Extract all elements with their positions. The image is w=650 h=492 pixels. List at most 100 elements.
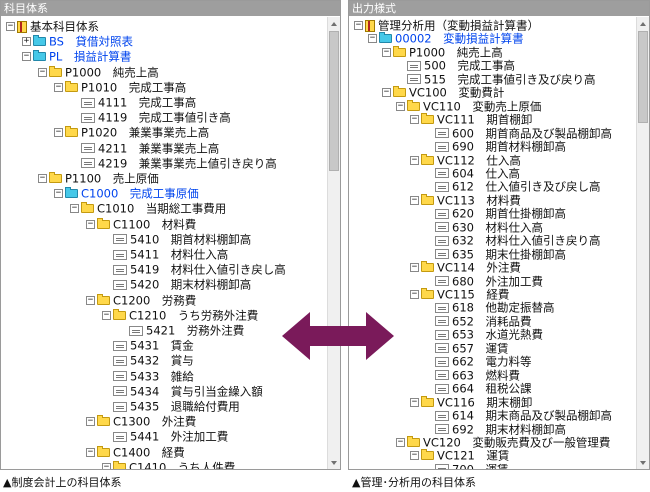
tree-node[interactable]: 664 租税公課	[424, 381, 531, 396]
tree-node[interactable]: −P1010 完成工事高	[54, 80, 186, 94]
tree-node[interactable]: −VC113 材料費	[410, 193, 521, 207]
collapse-toggle[interactable]: −	[38, 173, 47, 183]
tree-node[interactable]: −管理分析用（変動損益計算書）	[354, 18, 539, 33]
scroll-down-button[interactable]	[328, 456, 340, 469]
tree-node[interactable]: 5435 退職給付費用	[102, 399, 240, 414]
collapse-toggle[interactable]: −	[86, 446, 95, 457]
tree-node[interactable]: 604 仕入高	[424, 166, 520, 180]
tree-node[interactable]: 5410 期首材料棚卸高	[102, 232, 251, 246]
tree-node[interactable]: 515 完成工事値引き及び戻り高	[396, 72, 595, 86]
tree-node[interactable]: −VC114 外注費	[410, 260, 521, 275]
collapse-toggle[interactable]: −	[396, 436, 405, 447]
tree-node[interactable]: −VC112 仕入高	[410, 153, 521, 167]
vertical-scrollbar[interactable]	[636, 17, 649, 469]
collapse-toggle[interactable]: −	[54, 81, 63, 92]
tree-node[interactable]: −C1010 当期総工事費用	[70, 201, 226, 216]
tree-node[interactable]: −VC111 期首棚卸	[410, 112, 532, 127]
tree-node[interactable]: 620 期首仕掛棚卸高	[424, 206, 566, 221]
tree-node[interactable]: 600 期首商品及び製品棚卸高	[424, 126, 612, 140]
tree-node[interactable]: −VC121 運賃	[410, 448, 509, 463]
collapse-toggle[interactable]: −	[86, 218, 95, 229]
collapse-toggle[interactable]: −	[396, 100, 405, 111]
tree-node[interactable]: 5431 賃金	[102, 338, 194, 353]
collapse-toggle[interactable]: −	[54, 188, 63, 199]
vertical-scrollbar[interactable]	[327, 17, 340, 469]
collapse-toggle[interactable]: −	[6, 21, 15, 31]
collapse-toggle[interactable]: −	[102, 462, 111, 469]
tree-node[interactable]: 692 期末材料棚卸高	[424, 422, 566, 436]
tree-node[interactable]: −C1200 労務費	[86, 293, 196, 307]
tree-node[interactable]: 4211 兼業事業売上高	[70, 141, 219, 155]
expand-toggle[interactable]: +	[22, 36, 31, 47]
tree-node[interactable]: −P1000 純売上高	[38, 65, 159, 79]
collapse-toggle[interactable]: −	[410, 289, 419, 299]
account-tree[interactable]: −基本科目体系+BS 貸借対照表−PL 損益計算書−P1000 純売上高−P10…	[1, 17, 326, 469]
collapse-toggle[interactable]: −	[54, 127, 63, 138]
tree-node[interactable]: +BS 貸借対照表	[22, 34, 133, 49]
tree-node[interactable]: −C1000 完成工事原価	[54, 186, 199, 201]
collapse-toggle[interactable]: −	[382, 46, 391, 57]
tree-node[interactable]: 4119 完成工事値引き高	[70, 110, 231, 125]
tree-node[interactable]: 4111 完成工事高	[70, 95, 196, 110]
tree-node[interactable]: −基本科目体系	[6, 19, 99, 34]
tree-node[interactable]: 5411 材料仕入高	[102, 247, 228, 262]
collapse-toggle[interactable]: −	[410, 114, 419, 125]
scrollbar-thumb[interactable]	[638, 31, 648, 123]
tree-node[interactable]: −VC100 変動費計	[382, 85, 504, 100]
tree-node[interactable]: −C1210 うち労務外注費	[102, 308, 258, 322]
tree-node[interactable]: 5434 賞与引当金繰入額	[102, 384, 263, 398]
tree-node[interactable]: −P1020 兼業事業売上高	[54, 125, 209, 140]
tree-node[interactable]: 5433 雑給	[102, 369, 194, 383]
collapse-toggle[interactable]: −	[410, 396, 419, 407]
tree-node[interactable]: −PL 損益計算書	[22, 49, 131, 64]
tree-node[interactable]: 635 期末仕掛棚卸高	[424, 247, 566, 261]
scroll-down-button[interactable]	[637, 456, 649, 469]
tree-node[interactable]: 612 仕入値引き及び戻し高	[424, 179, 600, 194]
tree-node[interactable]: 657 運賃	[424, 341, 508, 355]
tree-node[interactable]: 5420 期末材料棚卸高	[102, 277, 251, 292]
collapse-toggle[interactable]: −	[368, 33, 377, 44]
collapse-toggle[interactable]: −	[22, 51, 31, 62]
tree-node[interactable]: −P1000 純売上高	[382, 45, 503, 59]
tree-node[interactable]: 5419 材料仕入値引き戻し高	[102, 262, 286, 277]
collapse-toggle[interactable]: −	[102, 309, 111, 320]
tree-node[interactable]: −C1400 経費	[86, 445, 185, 459]
tree-node[interactable]: −00002 変動損益計算書	[368, 31, 524, 46]
tree-node[interactable]: 618 他勘定振替高	[424, 300, 554, 315]
tree-node[interactable]: 680 外注加工費	[424, 274, 543, 288]
tree-node[interactable]: −VC120 変動販売費及び一般管理費	[396, 435, 610, 449]
tree-node[interactable]: 690 期首材料棚卸高	[424, 139, 566, 154]
tree-node[interactable]: −VC110 変動売上原価	[396, 99, 541, 113]
collapse-toggle[interactable]: −	[410, 262, 419, 273]
collapse-toggle[interactable]: −	[410, 154, 419, 165]
collapse-toggle[interactable]: −	[382, 87, 391, 98]
tree-node[interactable]: 4219 兼業事業売上値引き戻り高	[70, 156, 277, 170]
tree-node[interactable]: −C1100 材料費	[86, 217, 196, 231]
tree-node[interactable]: 5421 労務外注費	[118, 323, 244, 338]
collapse-toggle[interactable]: −	[70, 203, 79, 214]
tree-node[interactable]: 632 材料仕入値引き戻り高	[424, 233, 600, 248]
tree-node[interactable]: 663 燃料費	[424, 368, 520, 382]
tree-node[interactable]: −VC116 期末棚卸	[410, 395, 532, 409]
scroll-up-button[interactable]	[637, 17, 649, 30]
collapse-toggle[interactable]: −	[410, 194, 419, 205]
collapse-toggle[interactable]: −	[38, 66, 47, 77]
tree-node[interactable]: 653 水道光熱費	[424, 327, 543, 342]
tree-node[interactable]: −C1300 外注費	[86, 414, 196, 429]
output-tree[interactable]: −管理分析用（変動損益計算書）−00002 変動損益計算書−P1000 純売上高…	[349, 17, 635, 469]
tree-node[interactable]: −P1100 売上原価	[38, 171, 159, 186]
collapse-toggle[interactable]: −	[86, 294, 95, 305]
tree-node[interactable]: 5441 外注加工費	[102, 429, 228, 444]
tree-node[interactable]: −VC115 経費	[410, 287, 509, 302]
tree-node[interactable]: 630 材料仕入高	[424, 220, 543, 234]
tree-node[interactable]: −C1410 うち人件費	[102, 460, 235, 469]
collapse-toggle[interactable]: −	[86, 416, 95, 427]
tree-node[interactable]: 662 電力料等	[424, 354, 531, 369]
collapse-toggle[interactable]: −	[354, 20, 363, 30]
scrollbar-thumb[interactable]	[329, 31, 339, 171]
scroll-up-button[interactable]	[328, 17, 340, 30]
tree-node[interactable]: 700 運賃	[424, 462, 508, 469]
tree-node[interactable]: 652 消耗品費	[424, 314, 531, 328]
tree-node[interactable]: 614 期末商品及び製品棚卸高	[424, 408, 612, 423]
collapse-toggle[interactable]: −	[410, 450, 419, 461]
